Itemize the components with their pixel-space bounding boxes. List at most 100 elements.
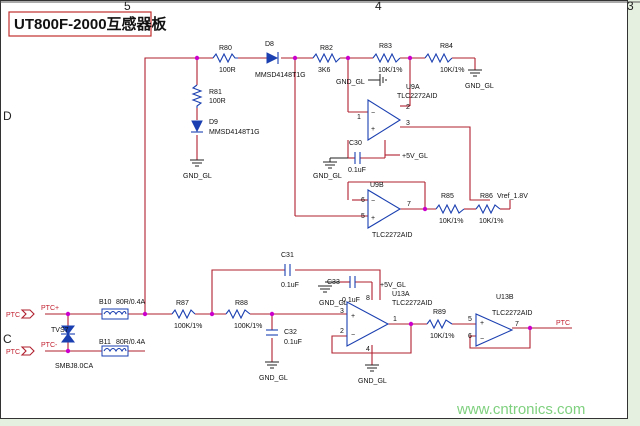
grid-row-d: D (3, 109, 12, 123)
svg-text:R80: R80 (219, 45, 232, 52)
svg-text:MMSD4148T1G: MMSD4148T1G (209, 129, 260, 136)
svg-text:B10: B10 (99, 299, 112, 306)
ferrite-b10: B10 80R/0.4A (99, 299, 146, 320)
svg-text:100R: 100R (219, 67, 236, 74)
svg-text:8: 8 (366, 295, 370, 302)
junction-dot (422, 206, 428, 212)
svg-text:SMBJ8.0CA: SMBJ8.0CA (55, 363, 93, 370)
ground-symbol: GND_GL (318, 281, 348, 307)
svg-text:5: 5 (468, 316, 472, 323)
svg-text:−: − (480, 336, 484, 343)
svg-text:R86: R86 (480, 193, 493, 200)
svg-text:GND_GL: GND_GL (358, 378, 387, 385)
svg-text:R81: R81 (209, 89, 222, 96)
capacitor-c32: C32 0.1uF (266, 329, 302, 346)
svg-text:0.1uF: 0.1uF (342, 297, 360, 304)
svg-text:C31: C31 (281, 252, 294, 259)
svg-text:U13A: U13A (392, 291, 410, 298)
grid-col-3: 3 (627, 0, 634, 13)
resistor-r80: R80 100R (212, 45, 238, 74)
svg-text:10K/1%: 10K/1% (430, 333, 455, 340)
opamp-u9b: − + U9B TLC2272AID 6 5 7 (361, 182, 412, 239)
svg-text:4: 4 (366, 346, 370, 353)
svg-text:GND_GL: GND_GL (319, 300, 348, 307)
svg-text:U9A: U9A (406, 84, 420, 91)
svg-text:3K6: 3K6 (318, 67, 331, 74)
svg-text:D9: D9 (209, 119, 218, 126)
svg-text:GND_GL: GND_GL (259, 375, 288, 382)
svg-text:GND_GL: GND_GL (183, 173, 212, 180)
resistor-r87: R87 100K/1% (171, 300, 202, 330)
junction-dot (65, 311, 71, 317)
svg-text:TVS7: TVS7 (51, 327, 69, 334)
svg-text:TLC2272AID: TLC2272AID (392, 300, 432, 307)
svg-text:GND_GL: GND_GL (465, 83, 494, 90)
junction-dot (142, 311, 148, 317)
svg-text:1: 1 (357, 114, 361, 121)
page-title: UT800F-2000互感器板 (14, 15, 168, 33)
svg-text:R87: R87 (176, 300, 189, 307)
ground-symbol: GND_GL (259, 361, 288, 382)
svg-text:7: 7 (407, 201, 411, 208)
svg-text:U13B: U13B (496, 294, 514, 301)
port-ptc-minus: PTC PTC- (6, 342, 58, 356)
svg-text:PTC+: PTC+ (41, 305, 59, 312)
svg-text:U9B: U9B (370, 182, 384, 189)
top-wires (144, 57, 510, 314)
svg-text:+: + (351, 313, 355, 320)
svg-text:3: 3 (340, 308, 344, 315)
svg-text:C32: C32 (284, 329, 297, 336)
svg-text:2: 2 (340, 328, 344, 335)
svg-text:−: − (371, 198, 375, 205)
resistor-r86: R86 10K/1% (475, 193, 504, 225)
ground-symbol: GND_GL (465, 69, 494, 90)
svg-text:6: 6 (468, 333, 472, 340)
svg-text:80R/0.4A: 80R/0.4A (116, 339, 146, 346)
svg-text:R89: R89 (433, 309, 446, 316)
ferrite-b11: B11 80R/0.4A (99, 339, 146, 357)
svg-text:R84: R84 (440, 43, 453, 50)
sheet-border (0, 0, 628, 419)
net-5v-u9a: +5V_GL (402, 153, 428, 160)
junction-dot (527, 325, 533, 331)
svg-text:R82: R82 (320, 45, 333, 52)
grid-row-c: C (3, 332, 12, 346)
svg-text:TLC2272AID: TLC2272AID (372, 232, 412, 239)
grid-col-5: 5 (124, 0, 131, 13)
svg-text:100K/1%: 100K/1% (174, 323, 202, 330)
svg-text:5: 5 (361, 213, 365, 220)
resistor-r89: R89 10K/1% (426, 309, 455, 340)
svg-text:7: 7 (515, 321, 519, 328)
resistor-r81: R81 100R (191, 84, 226, 108)
ground-label-u9a: GND_GL (336, 74, 387, 86)
svg-text:0.1uF: 0.1uF (281, 282, 299, 289)
svg-text:80R/0.4A: 80R/0.4A (116, 299, 146, 306)
capacitor-c31: C31 0.1uF (281, 252, 299, 289)
ground-symbol: GND_GL (358, 364, 387, 385)
svg-text:B11: B11 (99, 339, 111, 346)
svg-text:+: + (480, 320, 484, 327)
net-vref: Vref_1.8V (497, 193, 528, 200)
svg-text:GND_GL: GND_GL (336, 79, 365, 86)
net-ptc-out: PTC (556, 320, 570, 327)
tvs-diode-tvs7: TVS7 SMBJ8.0CA (51, 325, 93, 370)
resistor-r85: R85 10K/1% (435, 193, 465, 225)
svg-text:R88: R88 (235, 300, 248, 307)
svg-text:PTC: PTC (6, 312, 20, 319)
bottom-wires (45, 269, 572, 365)
resistor-r82: R82 3K6 (312, 45, 341, 74)
svg-text:10K/1%: 10K/1% (479, 218, 504, 225)
svg-text:100K/1%: 100K/1% (234, 323, 262, 330)
svg-text:C30: C30 (349, 140, 362, 147)
junction-dot (407, 55, 413, 61)
svg-text:100R: 100R (209, 98, 226, 105)
svg-text:3: 3 (406, 120, 410, 127)
opamp-u9a: − + U9A TLC2272AID 2 3 1 (357, 84, 437, 141)
junction-dot (65, 348, 71, 354)
svg-text:+: + (371, 215, 375, 222)
junction-dot (209, 311, 215, 317)
net-5v-u13a: +5V_GL (380, 282, 406, 289)
resistor-r88: R88 100K/1% (225, 300, 262, 330)
